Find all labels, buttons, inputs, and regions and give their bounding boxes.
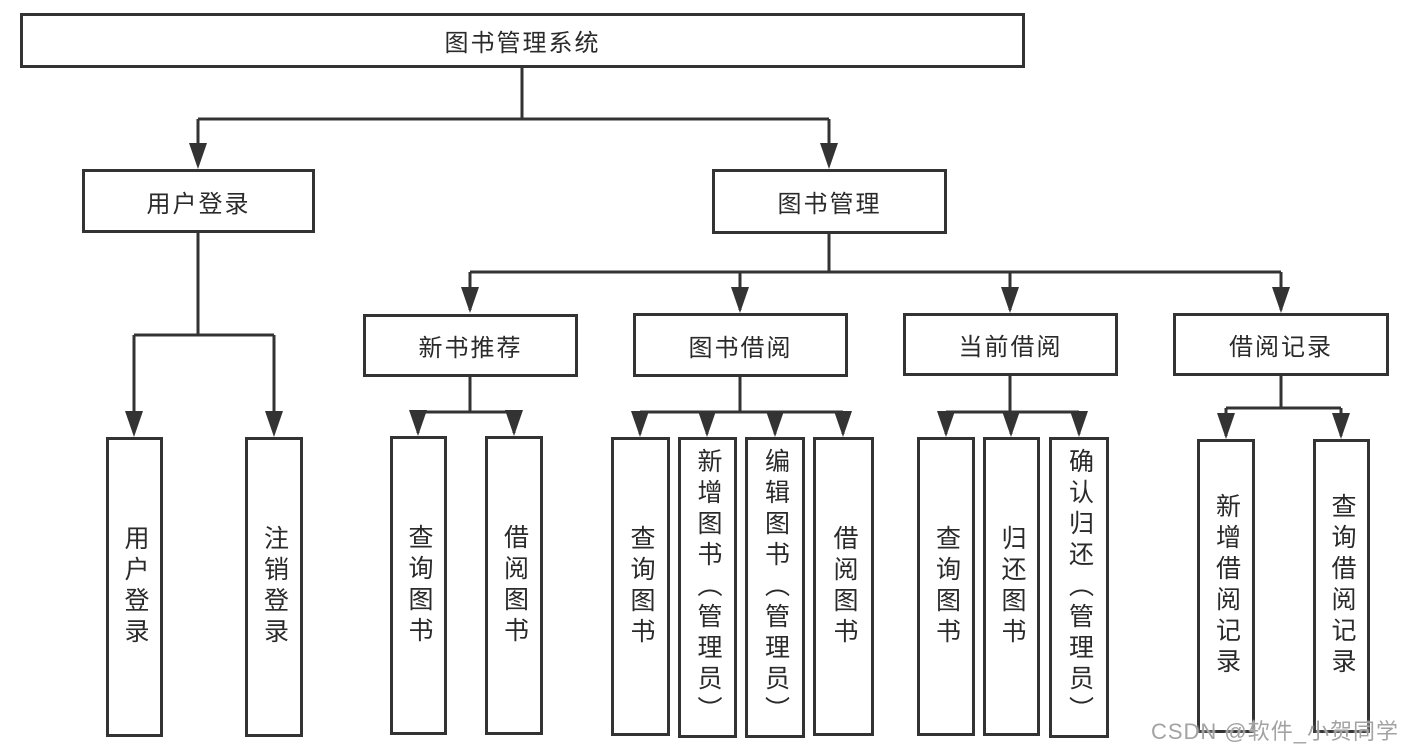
leaf-borrow-book-1: 借阅图书: [485, 436, 543, 735]
node-label: 图书借阅: [688, 334, 793, 362]
node-label: 用户登录: [146, 190, 251, 218]
node-label: 新书推荐: [418, 335, 523, 362]
node-label: 当前借阅: [958, 334, 1063, 361]
leaf-add-book-admin: 新增图书（管理员）: [678, 437, 737, 738]
leaf-label: 确认归还（管理员）: [1065, 448, 1094, 727]
leaf-label: 查询图书: [932, 524, 961, 649]
leaf-label: 查询图书: [405, 523, 433, 648]
leaf-query-book-2: 查询图书: [611, 437, 670, 736]
leaf-label: 用户登录: [121, 525, 149, 649]
leaf-logout: 注销登录: [245, 437, 303, 737]
leaf-query-book-1: 查询图书: [390, 436, 447, 735]
leaf-borrow-book-2: 借阅图书: [813, 437, 874, 736]
leaf-query-book-3: 查询图书: [917, 437, 975, 736]
node-label: 借阅记录: [1229, 334, 1333, 361]
leaf-label: 借阅图书: [830, 524, 858, 649]
node-new-book-recommend: 新书推荐: [363, 314, 578, 377]
node-current-borrow: 当前借阅: [903, 313, 1118, 376]
node-borrow-record: 借阅记录: [1173, 313, 1389, 376]
node-user-login: 用户登录: [82, 169, 315, 233]
node-label: 图书管理: [777, 191, 882, 218]
node-book-borrow: 图书借阅: [633, 313, 848, 377]
node-library-management-system: 图书管理系统: [20, 13, 1025, 68]
leaf-label: 新增图书（管理员）: [694, 448, 722, 727]
leaf-edit-book-admin: 编辑图书（管理员）: [745, 437, 805, 738]
leaf-label: 查询图书: [627, 524, 655, 649]
leaf-return-book: 归还图书: [983, 437, 1040, 736]
leaf-label: 借阅图书: [500, 523, 529, 648]
leaf-label: 归还图书: [998, 524, 1026, 649]
leaf-label: 新增借阅记录: [1212, 493, 1241, 679]
node-label: 图书管理系统: [444, 30, 601, 57]
leaf-label: 编辑图书（管理员）: [761, 448, 790, 727]
leaf-user-login: 用户登录: [106, 437, 163, 737]
leaf-label: 查询借阅记录: [1328, 493, 1356, 679]
leaf-label: 注销登录: [260, 525, 289, 649]
csdn-watermark: CSDN @软件_小贺同学: [1150, 719, 1399, 744]
leaf-query-borrow-record: 查询借阅记录: [1313, 439, 1370, 733]
leaf-confirm-return-admin: 确认归还（管理员）: [1049, 437, 1109, 738]
node-book-management: 图书管理: [712, 169, 947, 234]
arrowheads: [125, 143, 1350, 439]
leaf-add-borrow-record: 新增借阅记录: [1197, 439, 1255, 733]
